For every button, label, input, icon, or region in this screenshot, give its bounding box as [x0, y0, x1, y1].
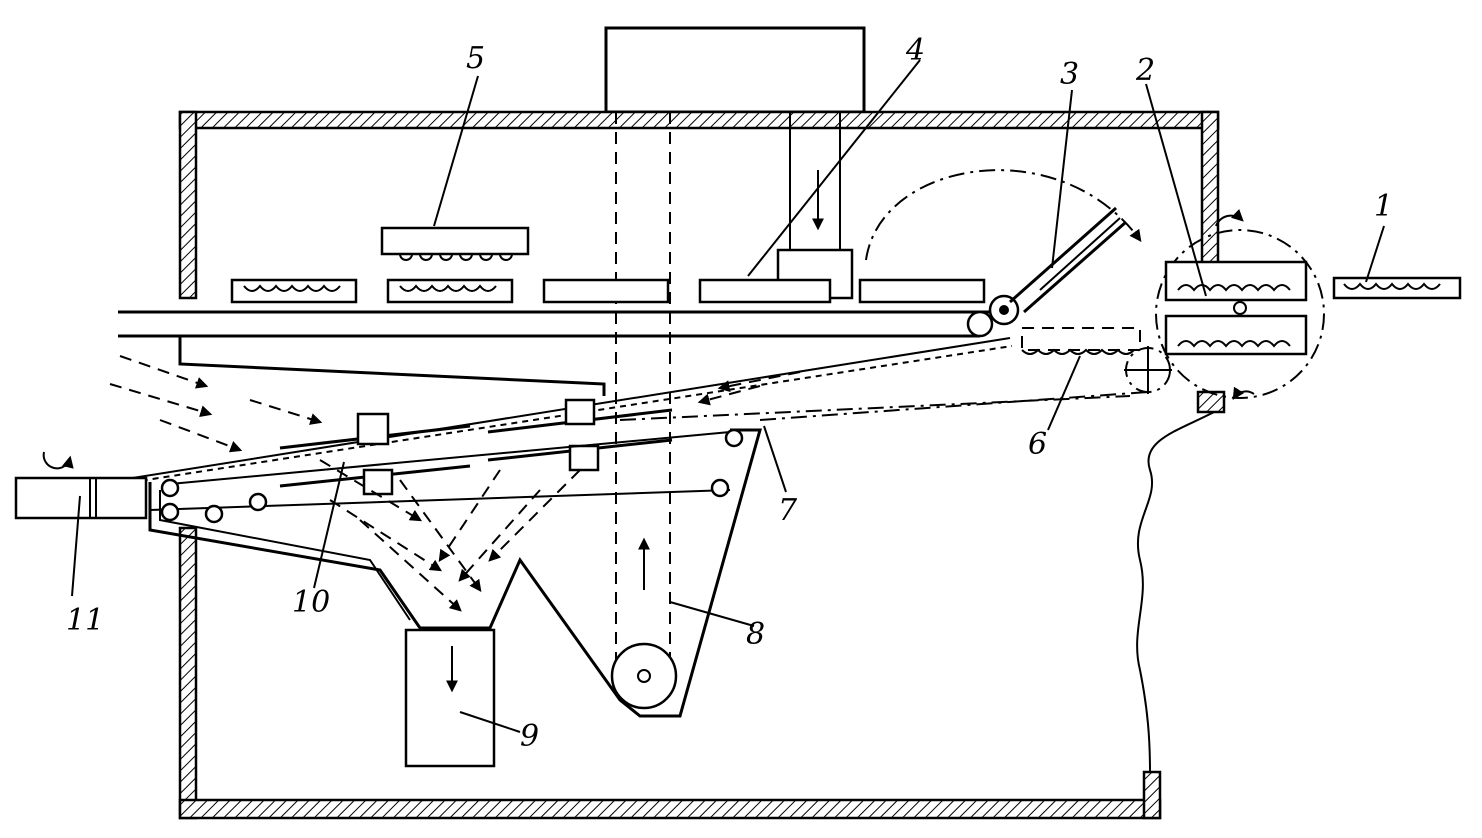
incoming-tray: [1332, 276, 1462, 300]
lower-frame: [148, 428, 762, 718]
collector-bin: [404, 628, 496, 768]
leader-lines: [71, 59, 1385, 733]
vertical-shaft: [615, 112, 841, 680]
label-5: 5: [466, 41, 485, 76]
label-6: 6: [1028, 427, 1047, 462]
inclined-conveyor-frame: [1021, 327, 1141, 351]
label-11: 11: [66, 603, 104, 638]
label-8: 8: [746, 617, 765, 652]
bucket-wheel: [610, 642, 678, 710]
label-1: 1: [1374, 189, 1393, 224]
chain-conveyor: [119, 337, 1149, 485]
mold-trays: [230, 278, 986, 304]
vibrating-shakers: [279, 398, 673, 496]
label-4: 4: [905, 33, 925, 68]
baffle: [178, 336, 606, 396]
top-box: [604, 26, 866, 114]
label-10: 10: [292, 585, 330, 620]
label-7: 7: [778, 493, 798, 528]
end-roller: [966, 310, 994, 338]
housing: [178, 110, 1226, 820]
label-3: 3: [1060, 57, 1079, 92]
flow-arrows: [109, 355, 801, 612]
outlet-pipe: [14, 451, 148, 520]
press-plate: [380, 226, 530, 261]
rotation-arc: [865, 169, 1142, 261]
label-2: 2: [1135, 53, 1155, 88]
label-9: 9: [520, 719, 539, 754]
break-line: [1136, 411, 1215, 773]
tilt-lever: [1009, 206, 1127, 314]
turnover-unit: [1164, 260, 1308, 356]
